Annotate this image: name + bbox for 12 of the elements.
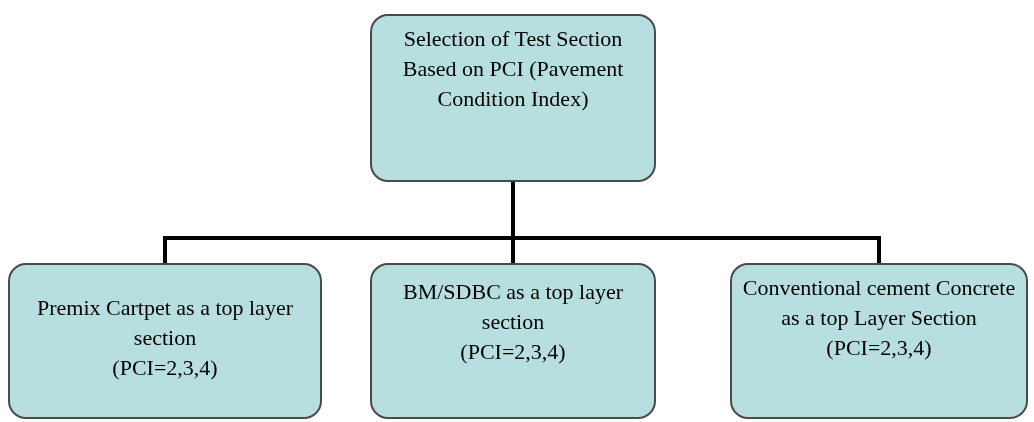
box-label: BM/SDBC as a top layer section [402,278,624,336]
box-label: Selection of Test Section Based on PCI (Pavement Condition Index) [401,25,625,113]
process-box [370,263,656,419]
pci-label: (PCI=2,3,4) [460,338,566,366]
process-box [8,263,322,419]
process-box [370,14,656,182]
box-label: Conventional cement Concrete as a top Layer Section [741,274,1017,332]
box-label: Premix Cartpet as a top layer section [36,294,294,352]
connector-line [511,182,881,263]
pci-label: (PCI=2,3,4) [826,334,932,362]
process-box [730,263,1028,419]
pci-label: (PCI=2,3,4) [112,354,218,382]
